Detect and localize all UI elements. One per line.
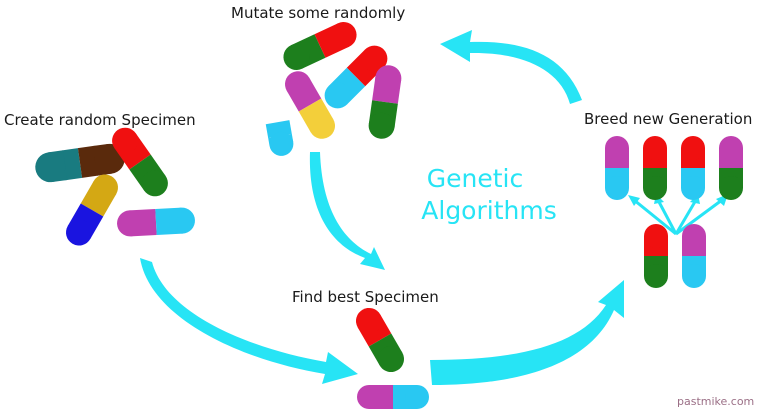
cycle-arrows	[140, 30, 728, 385]
capsule	[357, 385, 429, 409]
capsule	[285, 71, 335, 139]
arrow-create-to-find	[140, 258, 358, 384]
title-genetic: Genetic	[426, 164, 524, 193]
capsule	[681, 136, 705, 200]
capsules-mutate	[265, 22, 402, 156]
capsule	[682, 224, 706, 288]
capsules-find	[356, 307, 429, 409]
capsules-create	[35, 127, 195, 246]
capsule	[644, 224, 668, 288]
capsule	[719, 136, 743, 200]
label-mutate: Mutate some randomly	[231, 4, 406, 22]
capsule-half	[265, 120, 294, 156]
capsule	[112, 127, 168, 197]
title-algorithms: Algorithms	[421, 196, 557, 225]
label-create: Create random Specimen	[4, 111, 196, 129]
capsule	[283, 22, 357, 70]
label-find: Find best Specimen	[292, 288, 439, 306]
watermark: pastmike.com	[677, 395, 755, 408]
capsule	[356, 307, 404, 373]
capsule	[66, 174, 118, 246]
capsule	[117, 207, 195, 237]
arrow-mutate-to-find	[309, 152, 385, 270]
capsule	[605, 136, 629, 200]
arrow-find-to-breed	[430, 280, 624, 385]
breed-fan-arrows	[628, 194, 728, 236]
arrow-breed-to-mutate	[440, 30, 582, 104]
capsules-breed	[605, 136, 743, 288]
label-breed: Breed new Generation	[584, 110, 753, 128]
capsule	[368, 65, 402, 139]
capsule	[643, 136, 667, 200]
